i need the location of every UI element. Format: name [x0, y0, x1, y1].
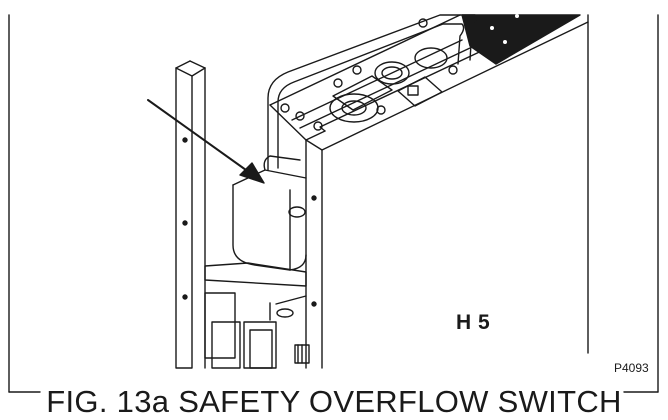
overflow-switch-housing — [232, 155, 307, 271]
front-panel — [305, 21, 589, 369]
side-panel — [175, 60, 206, 369]
figure-reference: P4093 — [614, 361, 649, 375]
arrow-pointer-icon — [147, 99, 265, 184]
handle-bar — [267, 14, 477, 171]
top-components — [280, 18, 458, 131]
internal-components — [204, 262, 310, 369]
figure-border — [8, 14, 659, 393]
diagram-label: H 5 — [456, 311, 491, 334]
figure-caption: FIG. 13a SAFETY OVERFLOW SWITCH — [46, 384, 622, 419]
dark-panel — [461, 14, 581, 65]
diagram-illustration — [8, 14, 659, 393]
